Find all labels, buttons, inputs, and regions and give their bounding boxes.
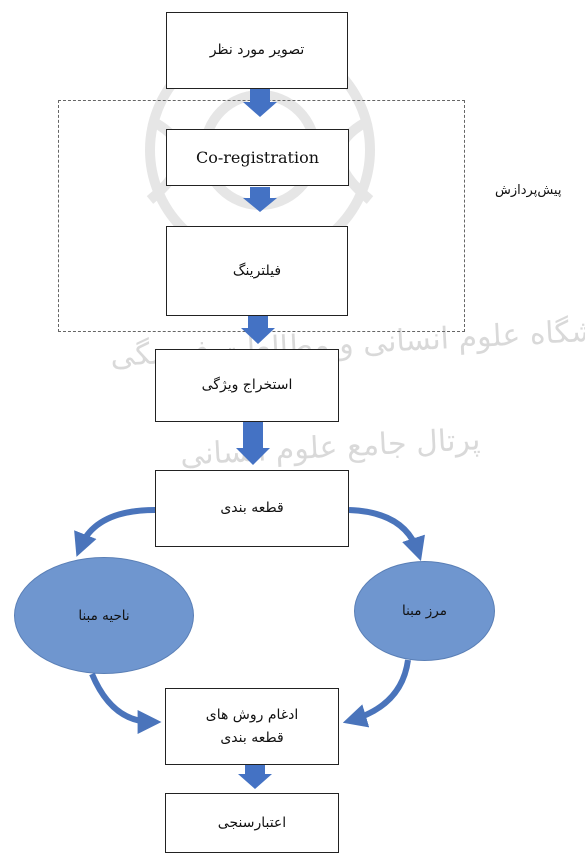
fusion-box: ادغام روش های قطعه بندی	[165, 688, 339, 765]
preprocessing-label: پیش‌پردازش	[495, 183, 562, 198]
filtering-box: فیلترینگ	[166, 226, 348, 316]
coregistration-box: Co-registration	[166, 129, 349, 186]
feature-extraction-box: استخراج ویژگی	[155, 349, 339, 422]
validation-box: اعتبارسنجی	[165, 793, 339, 853]
region-based-oval: ناحیه مبنا	[14, 557, 194, 674]
boundary-based-oval: مرز مبنا	[354, 561, 495, 661]
input-image-box: تصویر مورد نظر	[166, 12, 348, 89]
segmentation-box: قطعه بندی	[155, 470, 349, 547]
